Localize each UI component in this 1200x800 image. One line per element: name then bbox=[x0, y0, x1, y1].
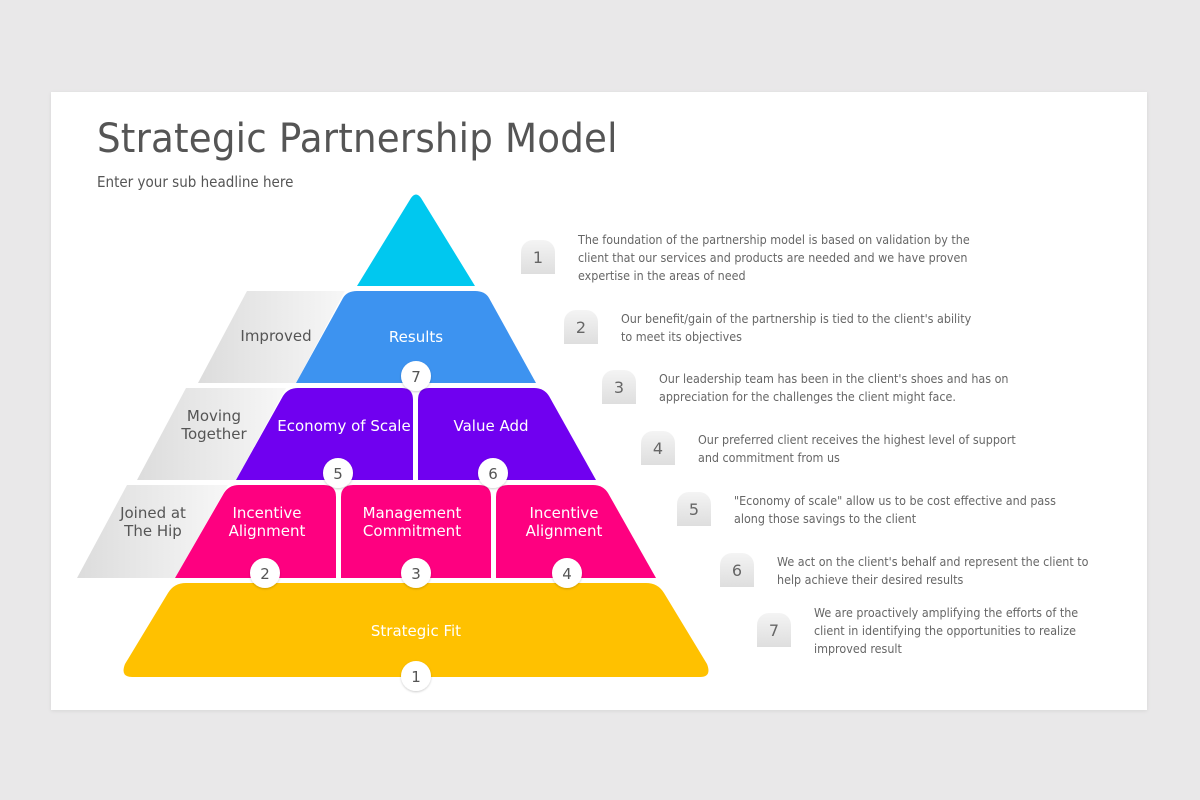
description-item-3: 3 Our leadership team has been in the cl… bbox=[602, 370, 1035, 406]
block-management-commitment[interactable] bbox=[341, 485, 491, 578]
number-circle-1: 1 bbox=[401, 661, 431, 691]
svg-text:7: 7 bbox=[411, 368, 421, 386]
label-line: The Hip bbox=[123, 522, 182, 540]
svg-text:5: 5 bbox=[333, 465, 343, 483]
description-text: Our benefit/gain of the partnership is t… bbox=[621, 312, 972, 344]
svg-text:6: 6 bbox=[488, 465, 498, 483]
svg-text:1: 1 bbox=[411, 668, 421, 686]
description-text: The foundation of the partnership model … bbox=[578, 233, 970, 283]
slide-title: Strategic Partnership Model bbox=[97, 116, 618, 162]
number-circle-5: 5 bbox=[323, 458, 353, 488]
side-band-moving-together bbox=[137, 388, 286, 480]
svg-text:3: 3 bbox=[411, 565, 421, 583]
description-item-2: 2 Our benefit/gain of the partnership is… bbox=[564, 310, 998, 346]
number-circle-6: 6 bbox=[478, 458, 508, 488]
label-line: Economy of Scale bbox=[277, 417, 410, 435]
label-line: Alignment bbox=[229, 522, 306, 540]
block-strategic-fit[interactable] bbox=[123, 583, 709, 677]
label-results: Results bbox=[389, 328, 443, 346]
label-line: Management bbox=[363, 504, 462, 522]
description-item-7: 7 We are proactively amplifying the effo… bbox=[757, 604, 1098, 658]
svg-text:2: 2 bbox=[260, 565, 270, 583]
number-badge: 5 bbox=[677, 492, 711, 526]
block-value-add[interactable] bbox=[418, 388, 596, 480]
label-line: Value Add bbox=[454, 417, 529, 435]
label-strategic-fit: Strategic Fit bbox=[371, 622, 461, 640]
svg-text:4: 4 bbox=[562, 565, 572, 583]
label-economy-of-scale: Economy of Scale bbox=[277, 417, 410, 435]
block-incentive-alignment-left[interactable] bbox=[175, 485, 336, 578]
side-band-improved bbox=[198, 291, 345, 383]
number-badge: 1 bbox=[521, 240, 555, 274]
description-text: We are proactively amplifying the effort… bbox=[814, 606, 1079, 656]
label-line: Together bbox=[180, 425, 247, 443]
number-badge: 6 bbox=[720, 553, 754, 587]
description-text: "Economy of scale" allow us to be cost e… bbox=[734, 494, 1056, 526]
label-line: Commitment bbox=[363, 522, 461, 540]
side-band-joined bbox=[77, 485, 228, 578]
number-badge: 7 bbox=[757, 613, 791, 647]
number-circle-4: 4 bbox=[552, 558, 582, 588]
label-line: Joined at bbox=[119, 504, 186, 522]
label-line: Results bbox=[389, 328, 443, 346]
description-text: Our preferred client receives the highes… bbox=[698, 433, 1016, 465]
number-circle-3: 3 bbox=[401, 558, 431, 588]
slide-subtitle: Enter your sub headline here bbox=[97, 173, 294, 191]
label-line: Strategic Fit bbox=[371, 622, 461, 640]
description-item-4: 4 Our preferred client receives the high… bbox=[641, 431, 1040, 467]
block-incentive-alignment-right[interactable] bbox=[496, 485, 656, 578]
description-item-5: 5 "Economy of scale" allow us to be cost… bbox=[677, 492, 1080, 528]
number-badge: 4 bbox=[641, 431, 675, 465]
description-text: We act on the client's behalf and repres… bbox=[777, 555, 1089, 587]
description-item-1: 1 The foundation of the partnership mode… bbox=[521, 231, 999, 285]
block-results[interactable] bbox=[296, 291, 536, 383]
number-circle-7: 7 bbox=[401, 361, 431, 391]
apex-block bbox=[357, 194, 475, 286]
description-text: Our leadership team has been in the clie… bbox=[659, 372, 1009, 404]
description-item-6: 6 We act on the client's behalf and repr… bbox=[720, 553, 1112, 589]
label-line: Moving bbox=[187, 407, 241, 425]
side-label-improved: Improved bbox=[240, 327, 311, 345]
label-line: Incentive bbox=[232, 504, 301, 522]
label-value-add: Value Add bbox=[454, 417, 529, 435]
number-circle-2: 2 bbox=[250, 558, 280, 588]
number-badge: 3 bbox=[602, 370, 636, 404]
number-badge: 2 bbox=[564, 310, 598, 344]
label-line: Alignment bbox=[526, 522, 603, 540]
label-line: Improved bbox=[240, 327, 311, 345]
label-line: Incentive bbox=[529, 504, 598, 522]
block-economy-of-scale[interactable] bbox=[236, 388, 413, 480]
